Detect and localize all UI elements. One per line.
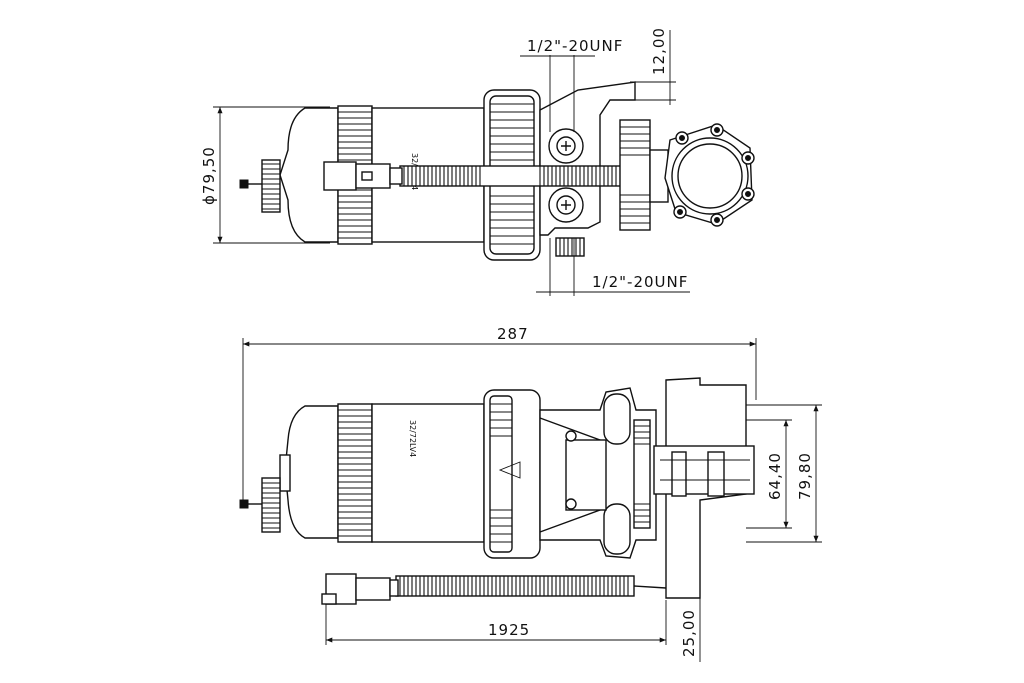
width-inner-label: 64,40 — [766, 452, 784, 500]
heater-stack — [619, 119, 651, 231]
port-top — [548, 128, 584, 164]
dimension-thread-bottom: 1/2"-20UNF — [536, 238, 690, 296]
dimension-overall-length: 287 — [242, 325, 757, 500]
cable-side — [321, 573, 667, 605]
side-view: 32/72LV4 — [239, 325, 822, 662]
sensor-cover — [664, 123, 755, 227]
bowl-collar-side — [337, 403, 373, 543]
bowl-dome — [279, 107, 339, 243]
diameter-label: ϕ79,50 — [200, 146, 218, 205]
drain-knob-side — [239, 477, 281, 533]
port-bottom — [548, 187, 584, 223]
bowl-dome-side — [284, 405, 339, 539]
connector-plug — [323, 161, 403, 191]
body-marking-side: 32/72LV4 — [408, 420, 417, 457]
dimension-width-inner: 64,40 — [746, 419, 792, 529]
dimension-diameter: ϕ79,50 — [200, 106, 330, 244]
top-view: 32/72LV4 — [200, 27, 755, 296]
dimension-cable-length: 1925 — [325, 600, 667, 645]
height-12-label: 12,00 — [650, 27, 668, 75]
overall-length-label: 287 — [497, 325, 529, 343]
motor-height-label: 25,00 — [680, 609, 698, 657]
cable-corrugated — [399, 165, 637, 187]
thread-top-label: 1/2"-20UNF — [527, 37, 623, 55]
motor-housing — [653, 377, 755, 599]
thread-bottom-label: 1/2"-20UNF — [592, 273, 688, 291]
dimension-motor-height: 25,00 — [680, 598, 701, 662]
mounting-bracket — [539, 387, 657, 559]
drain-knob — [239, 159, 281, 213]
width-outer-label: 79,80 — [796, 452, 814, 500]
dimension-thread-top: 1/2"-20UNF — [520, 37, 623, 132]
dimension-width-outer: 79,80 — [746, 404, 822, 543]
cable-length-label: 1925 — [488, 621, 530, 639]
threaded-outlet — [555, 237, 585, 257]
filter-body-side — [371, 403, 485, 543]
dimension-height-12: 12,00 — [630, 27, 676, 105]
